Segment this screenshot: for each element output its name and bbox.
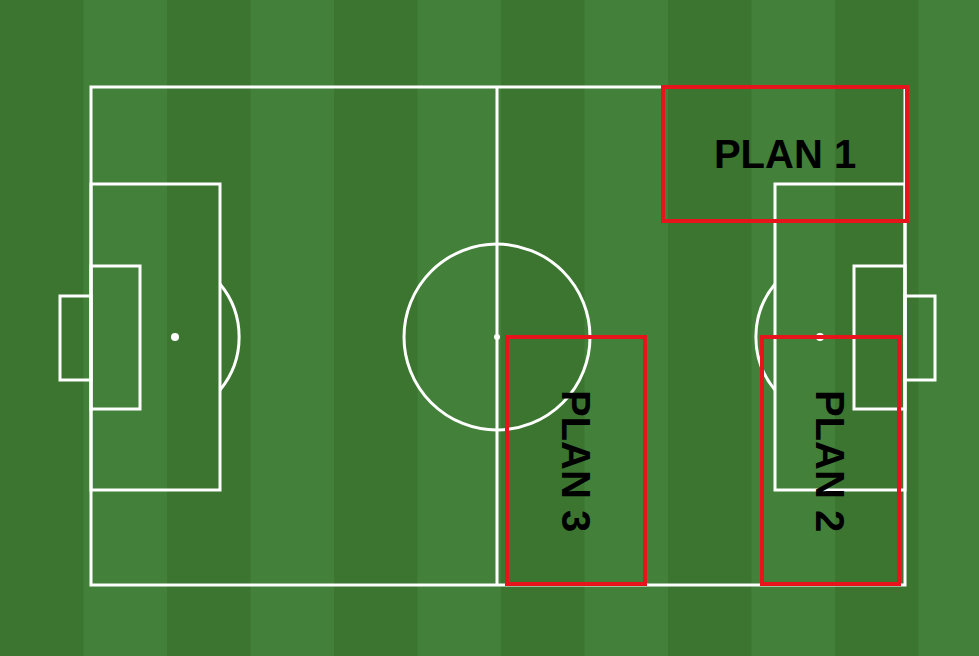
grass-stripe xyxy=(919,0,979,656)
plan-zone: PLAN 2 xyxy=(760,335,901,586)
spots xyxy=(171,333,824,341)
grass-stripe xyxy=(585,0,670,656)
pitch-lines xyxy=(60,87,935,585)
touchline xyxy=(91,87,905,585)
grass-stripe xyxy=(0,0,85,656)
grass-stripe xyxy=(668,0,753,656)
centre-spot xyxy=(494,334,500,340)
goal-area xyxy=(91,266,140,409)
grass-stripe xyxy=(418,0,503,656)
zone-label: PLAN 2 xyxy=(811,389,851,531)
grass-stripe xyxy=(501,0,586,656)
zone-label: PLAN 3 xyxy=(556,389,596,531)
goal xyxy=(60,296,91,380)
grass-stripe xyxy=(84,0,169,656)
grass-stripe xyxy=(251,0,336,656)
zone-label: PLAN 1 xyxy=(714,134,856,174)
penalty-area xyxy=(91,184,220,490)
goal xyxy=(905,296,935,380)
plan-zone: PLAN 3 xyxy=(505,335,647,586)
penalty-arc xyxy=(220,284,239,390)
grass-stripe xyxy=(752,0,837,656)
grass-stripe xyxy=(167,0,252,656)
penalty-spot xyxy=(171,333,179,341)
plan-zone: PLAN 1 xyxy=(661,85,909,223)
